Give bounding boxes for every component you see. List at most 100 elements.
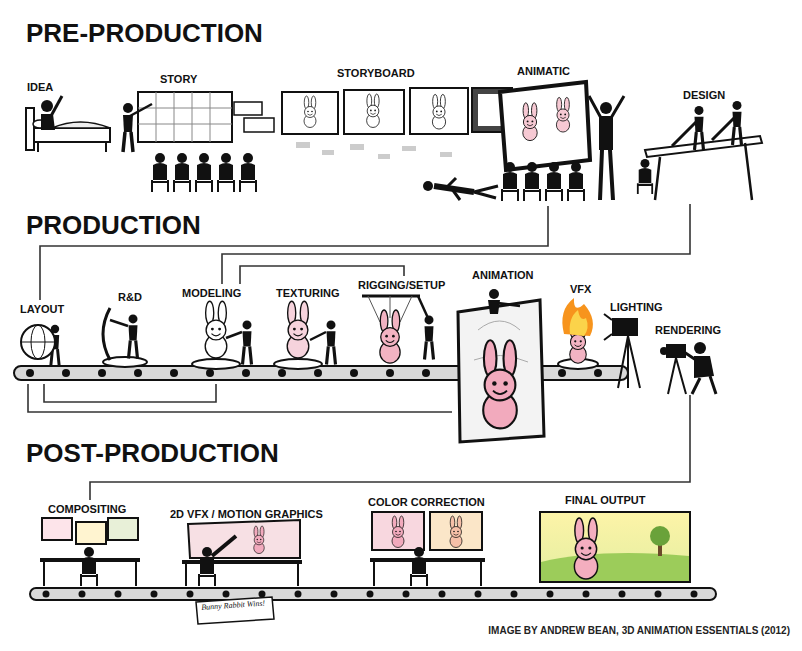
post-conveyor (331, 591, 338, 598)
rendering-camera (660, 347, 668, 355)
post-conveyor (79, 591, 86, 598)
final-output-frame (541, 553, 689, 581)
compositing-desk (76, 522, 106, 544)
animatic-screening (523, 103, 537, 141)
post-conveyor (547, 591, 554, 598)
storyboard-frames (282, 88, 512, 200)
design-drafting-table (638, 101, 762, 200)
post-conveyor (30, 588, 716, 600)
texturing-bunny (287, 301, 309, 358)
rendering-camera (694, 342, 706, 354)
storyboard-frames (344, 90, 404, 134)
color-correction-desk (430, 512, 482, 550)
color-correction-desk (392, 516, 404, 548)
layout-globe-figure (21, 342, 55, 343)
storyboard-frames (402, 146, 416, 151)
production-conveyor (594, 369, 602, 377)
production-conveyor (206, 369, 214, 377)
stage-node: IDEA (20, 78, 115, 154)
post-conveyor (187, 591, 194, 598)
story-board-meeting (152, 153, 168, 192)
motion-graphics-desk (199, 547, 215, 586)
post-conveyor (655, 591, 662, 598)
stage-node: 2D VFX / MOTION GRAPHICS (166, 505, 342, 592)
stage-node: COLOR CORRECTION (360, 493, 490, 591)
stage-label: R&D (118, 292, 142, 303)
stage-node: STORY (116, 70, 278, 200)
modeling-bunny (226, 332, 242, 338)
stage-node: COMPOSITING (36, 500, 142, 590)
post-conveyor (583, 591, 590, 598)
color-correction-desk (411, 547, 427, 586)
animatic-screening (500, 82, 590, 170)
motion-graphics-desk (212, 536, 236, 556)
stage-label: 2D VFX / MOTION GRAPHICS (170, 509, 323, 520)
rnd-figure (110, 320, 128, 326)
stage-label: COMPOSITING (48, 504, 126, 515)
production-conveyor (170, 369, 178, 377)
storyboard-frames (446, 178, 498, 200)
stage-node: FINAL OUTPUT (536, 491, 692, 583)
story-board-meeting (138, 92, 232, 142)
modeling-bunny (192, 301, 252, 369)
production-conveyor (14, 366, 628, 380)
post-conveyor (439, 591, 446, 598)
compositing-desk (44, 562, 136, 586)
story-board-meeting (174, 153, 190, 192)
design-drafting-table (655, 143, 752, 200)
texturing-bunny (327, 320, 336, 364)
stage-label: LIGHTING (610, 302, 663, 313)
stage-node: MODELING (178, 284, 256, 384)
stage-node: STORYBOARD (276, 64, 514, 142)
animation-board (458, 289, 544, 442)
design-drafting-table (645, 136, 762, 157)
storyboard-frames (296, 142, 310, 148)
compositing-desk (40, 518, 140, 586)
idea-bed-figure (52, 122, 110, 128)
production-conveyor (386, 369, 394, 377)
stage-label: RIGGING/SETUP (358, 280, 445, 291)
production-conveyor (350, 369, 358, 377)
storyboard-frames (350, 144, 364, 150)
final-output-frame (540, 512, 690, 582)
stage-node: RENDERING (652, 321, 732, 395)
stage-label: COLOR CORRECTION (368, 497, 485, 508)
post-conveyor (151, 591, 158, 598)
rendering-camera (666, 344, 686, 358)
animation-board (489, 289, 499, 299)
vfx-fire (562, 298, 593, 336)
animation-board (488, 300, 500, 314)
phase-heading: PRODUCTION (26, 212, 201, 238)
idea-bed-figure (26, 108, 34, 150)
storyboard-frames (472, 88, 512, 132)
layout-globe-figure (21, 325, 55, 359)
storyboard-frames (440, 152, 452, 157)
vfx-fire (570, 320, 587, 363)
stage-node: R&D (96, 288, 158, 384)
final-output-frame (540, 512, 690, 582)
stage-label: IDEA (27, 82, 53, 93)
post-conveyor (367, 591, 374, 598)
card-note: Bunny Rabbit Wins! (201, 600, 265, 612)
rigging-puppet (380, 310, 400, 363)
layout-globe-figure (21, 325, 59, 366)
animatic-screening (556, 97, 569, 132)
animatic-screening (600, 102, 612, 114)
texturing-bunny (274, 301, 336, 369)
phase-heading: PRE-PRODUCTION (26, 20, 263, 46)
storyboard-frames (367, 94, 380, 127)
story-board-meeting (218, 153, 234, 192)
animation-board (474, 321, 528, 362)
final-output-frame (650, 526, 670, 546)
storyboard-frames (478, 94, 506, 126)
idea-bed-figure (51, 96, 62, 116)
modeling-bunny (243, 320, 252, 364)
story-board-meeting (240, 153, 256, 192)
production-conveyor (242, 369, 250, 377)
color-correction-desk (450, 516, 462, 548)
lighting-lamp (604, 314, 612, 340)
story-board-meeting (196, 153, 212, 192)
animatic-screening (599, 116, 613, 150)
stage-label: LAYOUT (20, 304, 64, 315)
